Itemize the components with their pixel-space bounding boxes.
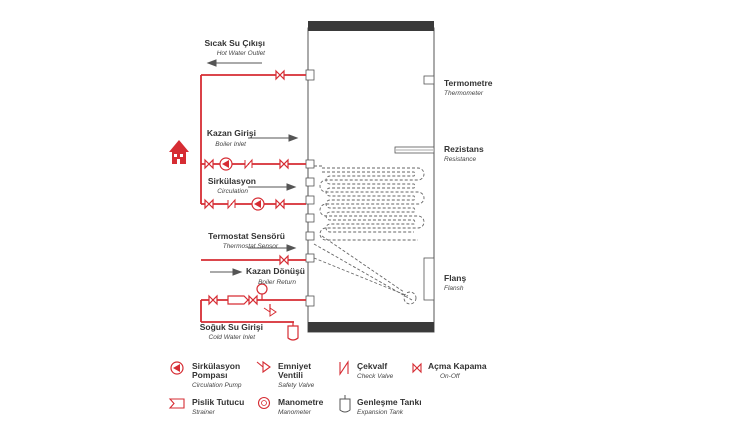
legend-label: Sirkülasyon <box>192 361 240 371</box>
cold-inlet-port <box>305 295 315 307</box>
expansion-tank-icon <box>339 398 351 413</box>
heating-coil <box>313 165 425 305</box>
boiler-inlet-port <box>305 159 315 169</box>
flange-plate <box>423 257 435 301</box>
legend-item: Açma Kapama On-Off <box>412 361 487 380</box>
legend-item: Çekvalf Check Valve <box>339 360 394 380</box>
legend-label: Genleşme Tankı <box>357 397 422 407</box>
legend-sublabel: Circulation Pump <box>192 382 242 389</box>
thermostat-port <box>305 231 315 241</box>
legend-sublabel: Expansion Tank <box>357 409 404 416</box>
thermostat-sublabel: Thermostat Sensor <box>223 243 279 250</box>
component-icons <box>204 69 299 341</box>
legend-sublabel: Strainer <box>192 409 216 416</box>
hot-outlet-label: Sıcak Su Çıkışı <box>205 38 265 48</box>
thermometer-label: Termometre <box>444 78 493 88</box>
tank-labels: Termometre Thermometer Rezistans Resista… <box>444 78 493 292</box>
legend-sublabel: Check Valve <box>357 373 394 380</box>
circulation-port <box>305 177 315 187</box>
on-off-valve-icon <box>204 198 214 210</box>
legend-sublabel: Safety Valve <box>278 382 315 389</box>
thermometer-port <box>423 75 435 85</box>
coil-port-1 <box>305 195 315 205</box>
boiler-inlet-label: Kazan Girişi <box>207 128 256 138</box>
boiler-return-sublabel: Boiler Return <box>258 279 296 286</box>
legend-sublabel: Manometer <box>278 409 312 416</box>
legend-item: Genleşme Tankı Expansion Tank <box>339 395 422 416</box>
legend: Sirkülasyon Pompası Circulation Pump Emn… <box>168 360 487 416</box>
cold-inlet-label: Soğuk Su Girişi <box>200 322 263 332</box>
on-off-valve-icon <box>208 294 218 306</box>
on-off-valve-icon <box>279 254 289 266</box>
legend-sublabel: On-Off <box>440 373 461 380</box>
flow-arrows <box>206 59 299 276</box>
legend-item: Pislik Tutucu Strainer <box>168 397 244 416</box>
house-icon <box>169 140 189 164</box>
legend-item: Manometre Manometer <box>257 396 324 416</box>
flange-label: Flanş <box>444 273 466 283</box>
cold-inlet-sublabel: Cold Water Inlet <box>209 334 257 341</box>
coil-port-2 <box>305 213 315 223</box>
on-off-valve-icon <box>275 198 285 210</box>
manometer-icon <box>257 396 271 410</box>
on-off-valve-icon <box>275 69 285 81</box>
legend-label-line2: Pompası <box>192 370 227 380</box>
flange-sublabel: Flansh <box>444 285 464 292</box>
resistance-label: Rezistans <box>444 144 484 154</box>
legend-label: Emniyet <box>278 361 311 371</box>
legend-label: Çekvalf <box>357 361 387 371</box>
boiler-return-port <box>305 253 315 263</box>
legend-label: Pislik Tutucu <box>192 397 244 407</box>
thermometer-sublabel: Thermometer <box>444 90 484 97</box>
expansion-tank-icon <box>287 325 299 341</box>
on-off-valve-icon <box>248 294 258 306</box>
on-off-valve-icon <box>204 158 214 170</box>
hot-outlet-sublabel: Hot Water Outlet <box>217 50 266 57</box>
tank-bottom-cap <box>308 322 434 332</box>
thermostat-label: Termostat Sensörü <box>208 231 285 241</box>
strainer-icon <box>168 398 185 409</box>
legend-label-line2: Ventili <box>278 370 303 380</box>
check-valve-icon <box>339 360 349 376</box>
legend-item: Sirkülasyon Pompası Circulation Pump <box>170 361 242 389</box>
boiler-inlet-sublabel: Boiler Inlet <box>215 141 247 148</box>
check-valve-icon <box>227 198 236 210</box>
on-off-valve-icon <box>279 158 289 170</box>
storage-tank <box>305 21 435 333</box>
legend-label: Açma Kapama <box>428 361 487 371</box>
pipe-labels: Sıcak Su Çıkışı Hot Water Outlet Kazan G… <box>200 38 305 341</box>
circulation-sublabel: Circulation <box>217 188 248 195</box>
legend-item: Emniyet Ventili Safety Valve <box>256 360 315 389</box>
boiler-return-label: Kazan Dönüşü <box>246 266 305 276</box>
hot-outlet-port <box>305 69 315 81</box>
safety-valve-icon <box>256 360 271 374</box>
tank-top-cap <box>308 21 434 31</box>
resistance-sublabel: Resistance <box>444 156 477 163</box>
legend-label: Manometre <box>278 397 324 407</box>
circulation-label: Sirkülasyon <box>208 176 256 186</box>
check-valve-icon <box>244 158 253 170</box>
strainer-icon <box>227 295 249 305</box>
on-off-valve-icon <box>412 362 422 374</box>
